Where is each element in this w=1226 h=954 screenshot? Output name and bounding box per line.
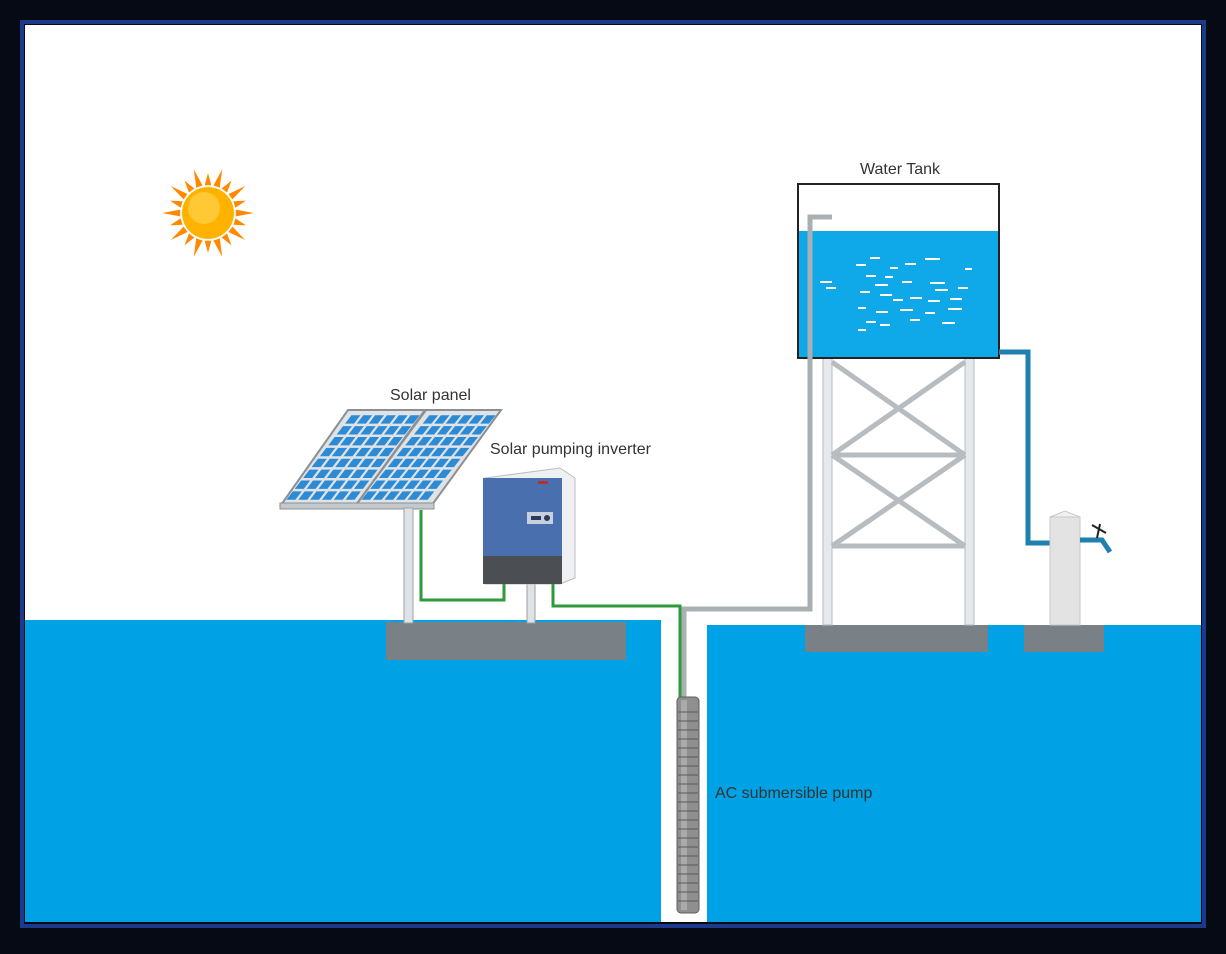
tank-foundation xyxy=(805,625,988,652)
faucet-icon xyxy=(1049,510,1113,626)
outlet-pipe xyxy=(999,349,1052,546)
frame-border xyxy=(20,20,1206,928)
inverter-icon xyxy=(483,467,576,624)
water-tank-icon xyxy=(797,183,1000,359)
sky xyxy=(25,25,1201,625)
panel-foundation xyxy=(386,622,626,660)
sun-icon xyxy=(162,169,254,257)
submersible-pump-icon xyxy=(676,696,700,914)
ground-right xyxy=(707,625,1201,922)
pump-label: AC submersible pump xyxy=(715,785,873,802)
solar-panel-icon xyxy=(279,409,503,624)
ground-left xyxy=(25,620,661,922)
solar-panel-label: Solar panel xyxy=(390,387,471,404)
inverter-label: Solar pumping inverter xyxy=(490,441,651,458)
faucet-foundation xyxy=(1024,625,1104,652)
water-tank-label: Water Tank xyxy=(860,161,941,178)
panel-cable xyxy=(419,510,506,602)
tank-stand xyxy=(822,357,975,626)
pump-cable xyxy=(551,584,682,700)
delivery-pipe xyxy=(681,214,832,700)
